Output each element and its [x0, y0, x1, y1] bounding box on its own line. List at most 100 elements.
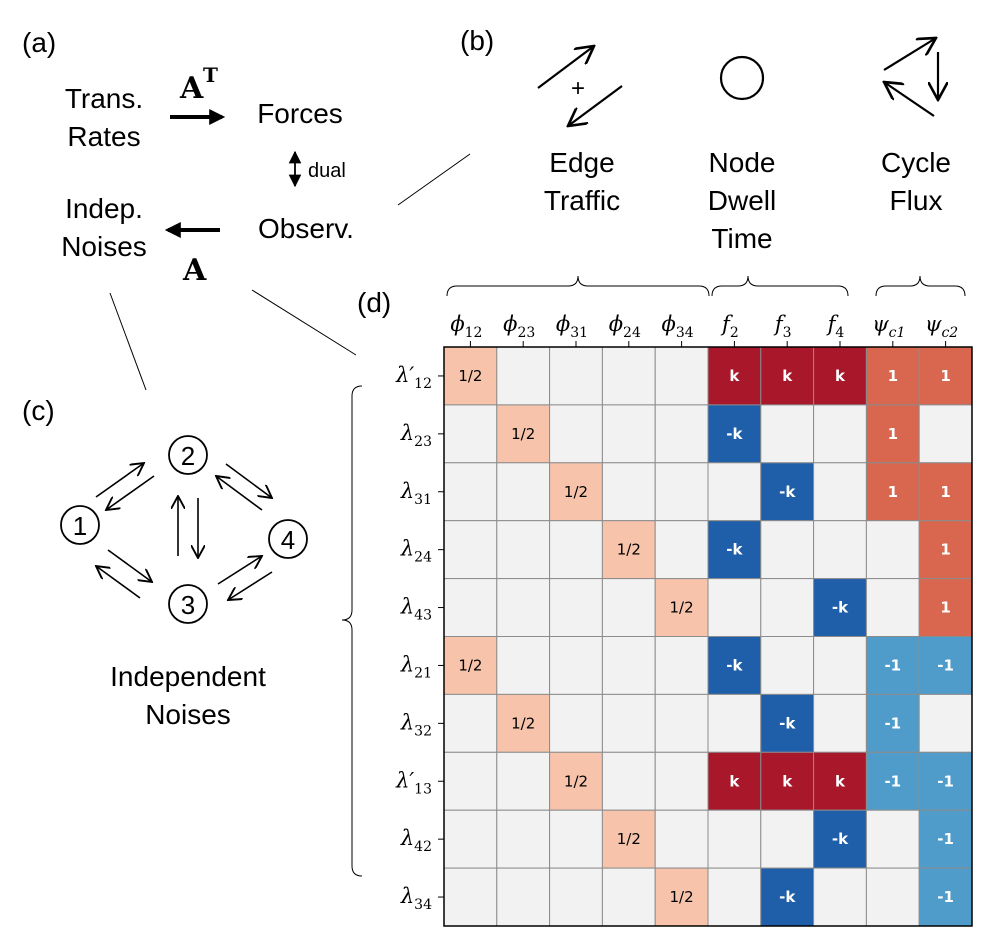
column-header: f3: [773, 312, 792, 341]
matrix-cell: [865, 867, 920, 927]
node-4-circle: [268, 519, 308, 559]
matrix-cell: [707, 578, 762, 637]
matrix-cell: [918, 636, 973, 695]
matrix-cell: [918, 751, 973, 811]
matrix-cell: [496, 809, 551, 869]
row-header: λ21: [400, 652, 432, 681]
trans-rates-label-2: Rates: [67, 121, 140, 152]
matrix-cell: [443, 578, 498, 637]
edge-traffic-arrow-down: [568, 85, 623, 126]
matrix-cell: [707, 751, 762, 811]
matrix-cell: [654, 346, 709, 406]
matrix-cell-value: 1/2: [511, 425, 535, 443]
matrix-cell: [496, 867, 551, 927]
matrix-cell: [654, 693, 709, 753]
row-header: λ32: [400, 710, 432, 739]
row-header: λ31: [400, 479, 432, 508]
matrix-cell: [707, 867, 762, 927]
edge-traffic-label-2: Traffic: [544, 185, 620, 216]
arrow-2-to-4: [225, 463, 272, 498]
node-3-label: 3: [181, 590, 195, 620]
matrix-cell-value: 1/2: [670, 888, 694, 906]
matrix-cell: [760, 867, 815, 927]
matrix-cell: [707, 809, 762, 869]
matrix-cell: [601, 867, 656, 927]
matrix-cell-value: -k: [726, 425, 743, 443]
matrix-cell: [813, 809, 867, 869]
column-header: ϕ34: [662, 312, 694, 341]
node-2-label: 2: [181, 441, 195, 471]
matrix-cell: [601, 462, 656, 522]
connector-a-d: [251, 289, 357, 356]
matrix-cell-value: -1: [884, 656, 901, 674]
cycle-flux-label-2: Flux: [890, 185, 943, 216]
matrix-cell: [443, 520, 498, 580]
column-header: ϕ23: [503, 312, 535, 341]
AT-label: A: [179, 71, 204, 106]
matrix-cell: [760, 346, 815, 406]
matrix-cell-value: 1/2: [458, 656, 482, 674]
matrix-cell-value: -k: [726, 541, 743, 559]
brace-node-dwell: [711, 275, 849, 297]
matrix-cell-value: 1: [888, 425, 898, 443]
matrix-cell: [865, 404, 920, 464]
matrix-cell: [760, 578, 815, 637]
matrix-cell: [496, 520, 551, 580]
matrix-cell: [601, 578, 656, 637]
edge-traffic-arrow-up: [537, 46, 594, 89]
cycle-flux-label: Cycle: [881, 147, 951, 178]
matrix-cell-value: 1: [940, 367, 950, 385]
row-header: λ24: [400, 537, 432, 566]
matrix-cell: [813, 867, 867, 927]
matrix-cell: [549, 867, 603, 927]
cycle-flux-arrow-3: [884, 82, 935, 117]
row-header: λ23: [400, 421, 432, 450]
matrix-cell-value: -k: [779, 483, 796, 501]
independent-noises-caption-2: Noises: [145, 699, 231, 730]
node-1-label: 1: [73, 511, 87, 541]
matrix-cell: [865, 346, 920, 406]
matrix-cell: [654, 809, 709, 869]
arrow-4-to-3: [228, 571, 273, 600]
row-header: λ42: [400, 826, 432, 855]
matrix-cell: [865, 809, 920, 869]
indep-noises-label: Indep.: [65, 193, 143, 224]
brace-rows: [341, 385, 363, 877]
matrix-cell: [443, 693, 498, 753]
matrix-cell: [760, 404, 815, 464]
panel-label-c: (c): [22, 395, 55, 426]
matrix-cell-value: 1/2: [458, 367, 482, 385]
matrix-cell: [813, 346, 867, 406]
matrix-cell-value: -k: [779, 714, 796, 732]
column-header: f4: [826, 312, 845, 341]
AT-superscript: T: [203, 63, 218, 87]
arrow-2-to-1: [106, 475, 155, 510]
matrix-cell: [707, 462, 762, 522]
matrix-cell-value: 1/2: [564, 772, 588, 790]
column-header: ψc2: [925, 312, 958, 341]
plus-sign: +: [571, 75, 585, 102]
matrix-cell: [654, 462, 709, 522]
cycle-flux-arrow-1: [883, 38, 936, 71]
edge-traffic-label: Edge: [549, 147, 614, 178]
row-header: λ′12: [395, 363, 432, 392]
matrix-cell: [813, 520, 867, 580]
matrix-cell-value: 1/2: [670, 599, 694, 617]
connector-observ-b: [397, 153, 471, 206]
node-2-circle: [168, 435, 208, 475]
matrix-cell-value: -1: [884, 714, 901, 732]
matrix-cell-value: 1: [888, 367, 898, 385]
forces-label: Forces: [257, 98, 343, 129]
matrix-cell: [549, 404, 603, 464]
matrix-cell-value: k: [729, 367, 740, 385]
row-header: λ34: [400, 884, 432, 913]
matrix-cell: [549, 578, 603, 637]
matrix-cell: [654, 520, 709, 580]
matrix-cell: [496, 346, 551, 406]
matrix-cell-value: 1/2: [564, 483, 588, 501]
arrow-3-to-4: [217, 556, 262, 585]
column-header: ϕ24: [609, 312, 641, 341]
matrix-cell: [496, 462, 551, 522]
matrix-cell: [813, 751, 867, 811]
